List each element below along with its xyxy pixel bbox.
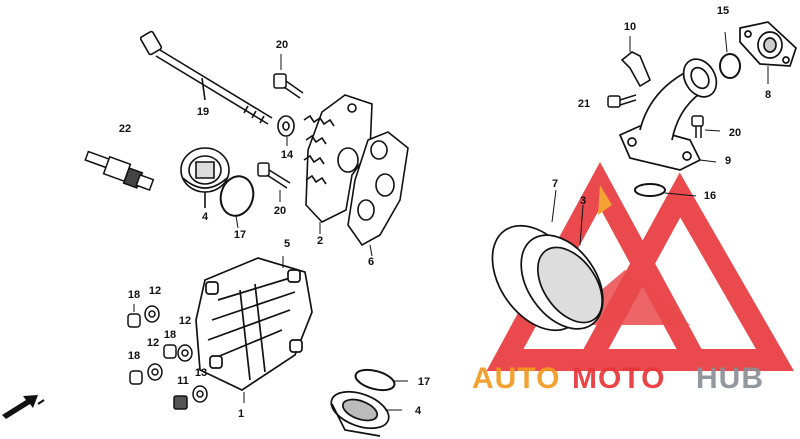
screw-11 [173, 395, 188, 410]
callout-c17a: 17 [234, 229, 246, 241]
bolt-20-right [691, 115, 721, 138]
callout-c11: 11 [177, 375, 189, 387]
callout-c13: 13 [195, 367, 207, 379]
washer-12-b [177, 344, 193, 362]
callout-c18b: 18 [164, 329, 176, 341]
callout-c20a: 20 [276, 39, 288, 51]
intake-manifold [618, 58, 718, 171]
callout-c18c: 18 [128, 350, 140, 362]
callout-c19: 19 [197, 106, 209, 118]
cap-nut-18-c [129, 370, 143, 385]
callout-c3: 3 [580, 195, 586, 207]
carburetor-insulator [739, 21, 797, 84]
callout-c20c: 20 [729, 127, 741, 139]
callout-c2: 2 [317, 235, 323, 247]
brand-moto-text: MOTO [572, 362, 665, 395]
cylinder-head-cover [195, 256, 313, 403]
callout-c16: 16 [704, 190, 716, 202]
intake-rubber-boot [491, 189, 604, 332]
callout-c18a: 18 [128, 289, 140, 301]
callout-c12c: 12 [147, 337, 159, 349]
sealing-washer [277, 115, 295, 146]
callout-c1: 1 [238, 408, 244, 420]
callout-c17b: 17 [418, 376, 430, 388]
callout-c12a: 12 [149, 285, 161, 297]
automotohub-wordmark: AUTO MOTO HUB [472, 362, 764, 395]
callout-c9: 9 [725, 155, 731, 167]
callout-labels: 1 2 3 4 4 5 6 7 8 9 10 11 12 12 12 12 13… [119, 5, 771, 420]
callout-c5: 5 [284, 238, 290, 250]
holder-gasket [347, 131, 409, 257]
brand-hub-text: HUB [696, 362, 764, 395]
crankcase-cap-upper [180, 147, 230, 208]
callout-c21: 21 [578, 98, 590, 110]
wire-clamp [620, 36, 652, 88]
flange-bolt-mid [257, 162, 291, 202]
long-bolt [139, 30, 273, 125]
washer-12-c [147, 363, 163, 381]
callout-c6: 6 [368, 256, 374, 268]
brand-auto-text: AUTO [472, 362, 560, 395]
washer-12-a [144, 305, 160, 323]
callout-c7: 7 [552, 178, 558, 190]
crankcase-cap-lower [330, 390, 402, 437]
cap-nut-18-a [127, 304, 141, 328]
callout-c22: 22 [119, 123, 131, 135]
callout-c8: 8 [765, 89, 771, 101]
camshaft-holder [303, 94, 373, 234]
cap-nut-18-b [163, 344, 177, 359]
callout-c4a: 4 [202, 211, 209, 223]
front-arrow-icon [2, 395, 45, 419]
callout-c20b: 20 [274, 205, 286, 217]
washer-13 [192, 385, 208, 403]
callout-c10: 10 [624, 21, 636, 33]
o-ring-upper [219, 175, 255, 229]
callout-c4b: 4 [415, 405, 422, 417]
flange-bolt-top [273, 54, 304, 99]
o-ring-lower [354, 368, 408, 392]
o-ring-15 [719, 31, 741, 79]
spark-plug [84, 150, 155, 191]
callout-c14: 14 [281, 149, 294, 161]
bolt-21 [607, 94, 637, 108]
callout-c15: 15 [717, 5, 729, 17]
callout-c12b: 12 [179, 315, 191, 327]
o-ring-intake [634, 183, 697, 197]
